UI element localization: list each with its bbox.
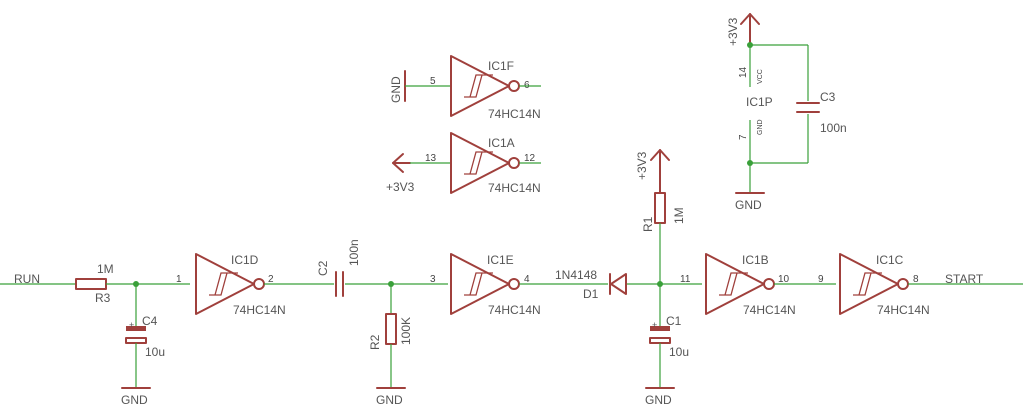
c2-value: 100n [347, 239, 361, 266]
capacitor-c1: + C1 10u [649, 284, 689, 388]
ic1a-name: IC1A [488, 136, 515, 150]
svg-text:+3V3: +3V3 [726, 17, 740, 46]
capacitor-c4: + C4 10u [125, 284, 165, 388]
vcc-symbol-r1: +3V3 [635, 149, 670, 193]
svg-text:4: 4 [524, 274, 530, 285]
svg-text:14: 14 [738, 66, 749, 78]
svg-text:GND: GND [735, 198, 762, 212]
d1-value: 1N4148 [555, 268, 597, 282]
c1-name: C1 [666, 314, 682, 328]
power-unit-ic1p: 14 VCC IC1P GND 7 [738, 45, 773, 193]
c4-value: 10u [145, 345, 165, 359]
svg-text:13: 13 [425, 153, 437, 164]
gate-ic1f: 5 IC1F 6 74HC14N [430, 55, 541, 121]
r1-value: 1M [672, 207, 686, 224]
ic1a-part: 74HC14N [488, 181, 541, 195]
ic1e-part: 74HC14N [488, 303, 541, 317]
svg-text:+3V3: +3V3 [386, 180, 415, 194]
ic1f-name: IC1F [488, 59, 514, 73]
svg-text:GND: GND [757, 119, 764, 135]
svg-text:9: 9 [818, 274, 824, 285]
gnd-symbol-r2: GND [376, 387, 406, 407]
c2-name: C2 [316, 260, 330, 276]
gate-ic1e: 3 IC1E 4 74HC14N [430, 253, 541, 317]
gate-ic1a: 13 IC1A 12 74HC14N [425, 132, 541, 195]
svg-text:VCC: VCC [757, 69, 764, 84]
r1-name: R1 [641, 216, 655, 232]
svg-text:+3V3: +3V3 [635, 151, 649, 180]
resistor-r1: R1 1M [641, 192, 686, 284]
capacitor-c2: C2 100n [316, 239, 361, 297]
svg-text:GND: GND [645, 393, 672, 407]
run-label: RUN [14, 272, 40, 286]
gate-ic1c: 9 IC1C 8 74HC14N [818, 253, 930, 317]
r2-value: 100K [399, 317, 413, 345]
ic1p-name: IC1P [746, 95, 773, 109]
ic1b-name: IC1B [742, 253, 769, 267]
c4-polarity: + [129, 320, 134, 330]
gnd-symbol-c4: GND [121, 387, 151, 407]
r2-name: R2 [368, 334, 382, 350]
c1-value: 10u [669, 345, 689, 359]
ic1e-name: IC1E [487, 253, 514, 267]
resistor-r3: 1M R3 [75, 262, 114, 305]
svg-text:2: 2 [268, 274, 274, 285]
gnd-symbol-ic1p: GND [735, 192, 765, 212]
start-label: START [945, 272, 984, 286]
resistor-r2: R2 100K [368, 284, 413, 388]
gate-ic1b: 11 IC1B 10 74HC14N [680, 253, 796, 317]
capacitor-c3: C3 100n [796, 45, 847, 163]
diode-d1: 1N4148 D1 [555, 268, 627, 301]
svg-text:GND: GND [376, 393, 403, 407]
ic1f-part: 74HC14N [488, 107, 541, 121]
gnd-symbol-ic1f: GND [389, 70, 406, 103]
r3-value: 1M [97, 262, 114, 276]
svg-text:7: 7 [738, 134, 749, 140]
svg-text:3: 3 [430, 274, 436, 285]
r3-name: R3 [95, 291, 111, 305]
svg-text:5: 5 [430, 76, 436, 87]
svg-text:10: 10 [778, 274, 790, 285]
svg-text:1: 1 [176, 274, 182, 285]
junction [747, 160, 753, 166]
vcc-symbol-ic1p: +3V3 [726, 13, 760, 46]
svg-text:8: 8 [913, 274, 919, 285]
d1-name: D1 [583, 287, 599, 301]
c1-polarity: + [652, 320, 657, 330]
c4-name: C4 [142, 314, 158, 328]
vcc-symbol-ic1a: +3V3 [386, 153, 415, 194]
svg-text:11: 11 [680, 274, 691, 285]
ic1d-name: IC1D [231, 253, 259, 267]
ic1d-part: 74HC14N [233, 303, 286, 317]
svg-text:12: 12 [524, 153, 536, 164]
svg-text:GND: GND [121, 393, 148, 407]
ic1c-part: 74HC14N [877, 303, 930, 317]
gnd-symbol-c1: GND [645, 387, 675, 407]
c3-name: C3 [820, 90, 836, 104]
c3-value: 100n [820, 121, 847, 135]
svg-text:GND: GND [389, 76, 403, 103]
gate-ic1d: 1 IC1D 2 74HC14N [176, 253, 286, 317]
run-net: RUN [0, 272, 76, 286]
ic1c-name: IC1C [876, 253, 904, 267]
start-net: START [908, 272, 1023, 286]
ic1b-part: 74HC14N [743, 303, 796, 317]
